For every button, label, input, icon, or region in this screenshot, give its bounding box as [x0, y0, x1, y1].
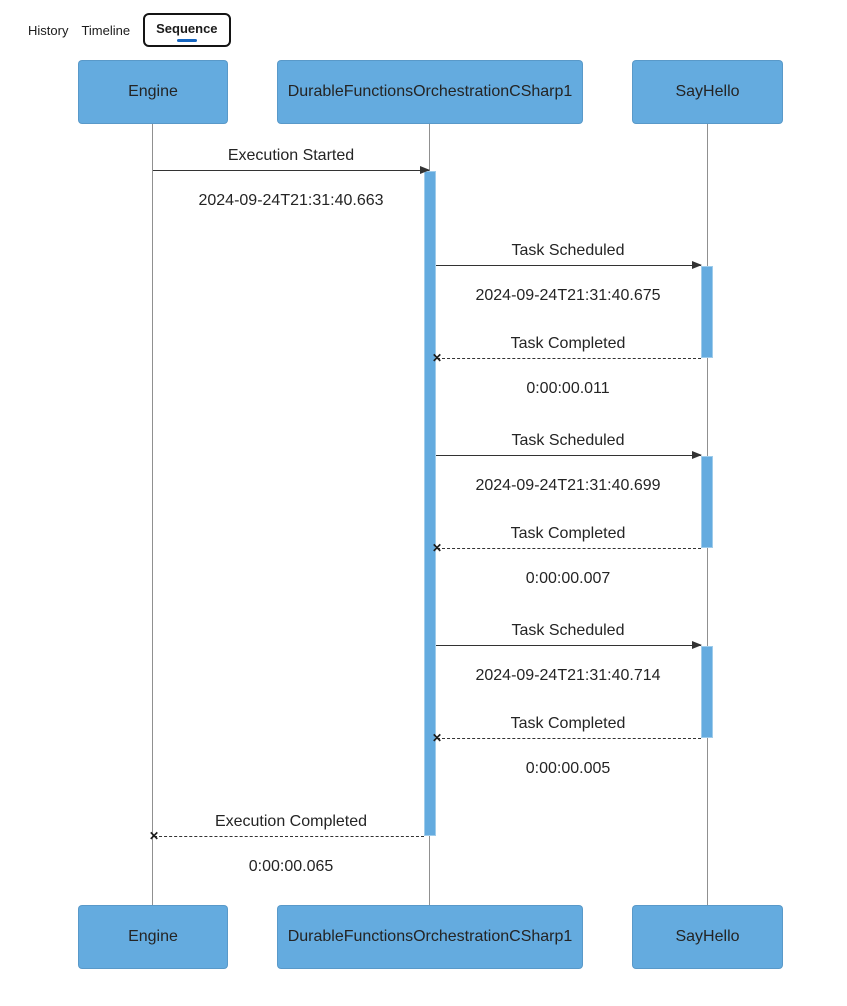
actor-orchestration-bottom: DurableFunctionsOrchestrationCSharp1	[277, 905, 583, 969]
cross-end-icon: ✕	[432, 731, 443, 745]
actor-label: SayHello	[675, 83, 740, 100]
actor-sayhello-bottom: SayHello	[632, 905, 783, 969]
actor-sayhello-top: SayHello	[632, 60, 783, 124]
message-timestamp: 2024-09-24T21:31:40.675	[475, 287, 661, 304]
tab-bar: History Timeline Sequence	[28, 10, 231, 50]
activation-orchestration	[424, 171, 436, 836]
message-label: Task Completed	[510, 525, 626, 542]
message-return-arrow: ✕	[432, 351, 701, 365]
message-return-arrow: ✕	[432, 541, 701, 555]
message-return-arrow: ✕	[149, 829, 424, 843]
actor-orchestration-top: DurableFunctionsOrchestrationCSharp1	[277, 60, 583, 124]
message-arrow	[436, 451, 702, 459]
message-label: Task Scheduled	[511, 432, 625, 449]
arrowhead-icon	[420, 166, 430, 174]
arrowhead-icon	[692, 451, 702, 459]
activation-sayhello-2	[701, 456, 713, 548]
active-tab-indicator	[176, 39, 197, 42]
message-duration: 0:00:00.065	[248, 858, 334, 875]
message-timestamp: 2024-09-24T21:31:40.663	[198, 192, 384, 209]
actor-label: Engine	[128, 83, 178, 100]
message-duration: 0:00:00.005	[525, 760, 611, 777]
tab-sequence[interactable]: Sequence	[143, 13, 231, 47]
cross-end-icon: ✕	[432, 541, 443, 555]
message-duration: 0:00:00.011	[526, 380, 610, 397]
activation-sayhello-3	[701, 646, 713, 738]
tab-sequence-label: Sequence	[156, 21, 218, 36]
actor-label: DurableFunctionsOrchestrationCSharp1	[287, 83, 573, 100]
arrowhead-icon	[692, 641, 702, 649]
message-timestamp: 2024-09-24T21:31:40.699	[475, 477, 661, 494]
message-arrow	[153, 166, 430, 174]
message-return-arrow: ✕	[432, 731, 701, 745]
tab-history[interactable]: History	[28, 22, 69, 38]
arrowhead-icon	[692, 261, 702, 269]
cross-end-icon: ✕	[432, 351, 443, 365]
actor-label: DurableFunctionsOrchestrationCSharp1	[287, 928, 573, 945]
cross-end-icon: ✕	[149, 829, 160, 843]
message-label: Task Scheduled	[511, 242, 625, 259]
message-label: Execution Completed	[214, 813, 368, 830]
message-timestamp: 2024-09-24T21:31:40.714	[475, 667, 661, 684]
message-label: Task Scheduled	[511, 622, 625, 639]
message-duration: 0:00:00.007	[525, 570, 611, 587]
message-label: Execution Started	[227, 147, 355, 164]
tab-timeline[interactable]: Timeline	[81, 22, 131, 38]
message-label: Task Completed	[510, 335, 626, 352]
actor-label: Engine	[128, 928, 178, 945]
message-arrow	[436, 261, 702, 269]
actor-engine-top: Engine	[78, 60, 228, 124]
activation-sayhello-1	[701, 266, 713, 358]
actor-label: SayHello	[675, 928, 740, 945]
message-arrow	[436, 641, 702, 649]
actor-engine-bottom: Engine	[78, 905, 228, 969]
message-label: Task Completed	[510, 715, 626, 732]
lifeline-engine	[152, 124, 153, 905]
